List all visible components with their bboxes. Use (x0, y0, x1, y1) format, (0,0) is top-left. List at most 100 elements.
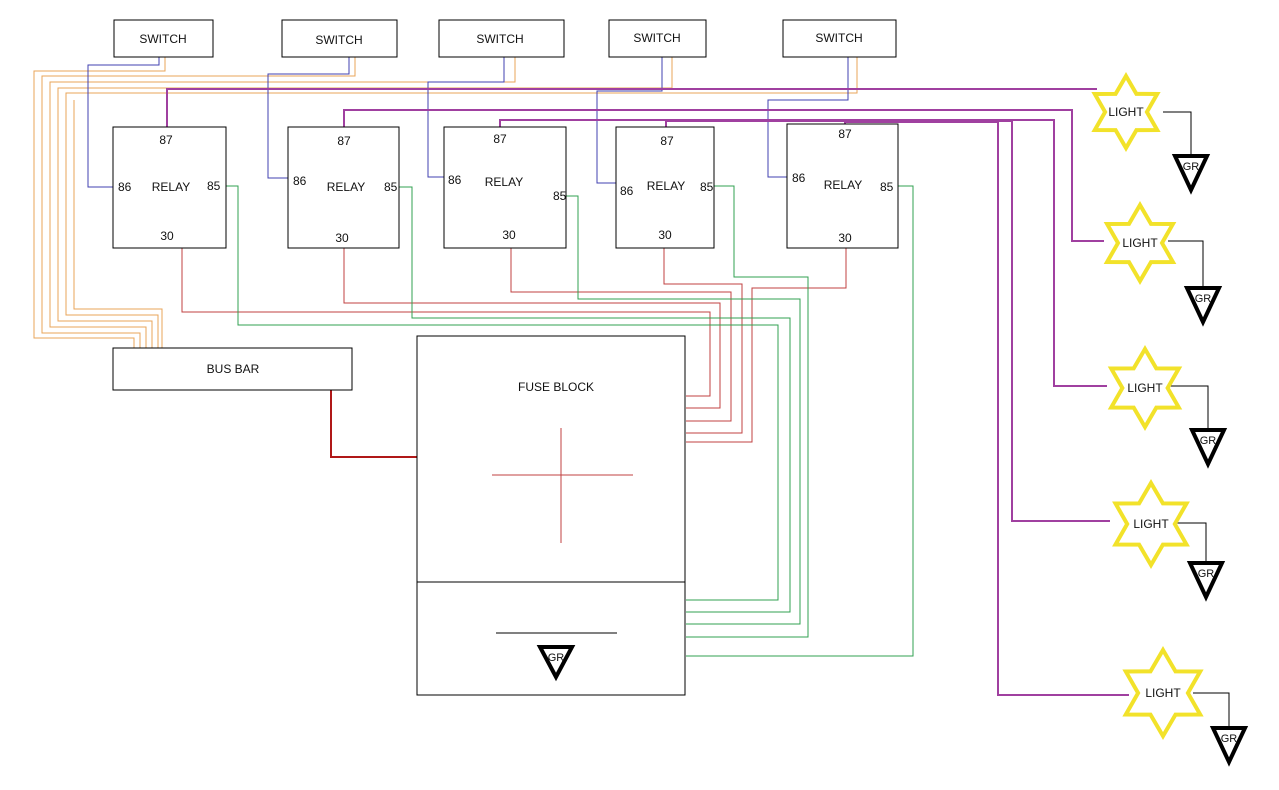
relay-1-to-fuse-wire (181, 248, 711, 397)
light-2: LIGHT GR (1103, 201, 1223, 327)
light-3-ground-icon: GR (1188, 428, 1228, 469)
light-1-ground-icon: GR (1171, 154, 1211, 195)
light-1-ground-label: GR (1183, 161, 1200, 173)
switch-2-to-relay-2-wire (267, 57, 350, 179)
light-4-ground-icon: GR (1186, 561, 1226, 602)
relay-4-pin-86: 86 (620, 184, 634, 198)
relay-5: 87 86 RELAY 85 30 (786, 123, 899, 249)
relay-4-to-ground-wire (686, 185, 809, 638)
relay-1-to-ground-wire (226, 185, 779, 601)
light-5-star-icon (1122, 646, 1204, 740)
switch-4-to-relay-4-wire (596, 57, 663, 184)
relay-4-pin-87: 87 (660, 134, 674, 148)
relay-5-pin-30: 30 (838, 231, 852, 245)
switch-1-feed-wire (33, 57, 166, 348)
light-5-ground-label: GR (1221, 733, 1238, 745)
switch-feed-wires (33, 57, 858, 348)
relay-85-to-ground-wires (226, 185, 914, 657)
relay-3-pin-30: 30 (502, 228, 516, 242)
relay-1-pin-85: 85 (207, 179, 221, 193)
relay-1-to-light-1-wire (166, 88, 1097, 127)
relay-1-pin-87: 87 (159, 133, 173, 147)
light-3-star-icon (1107, 345, 1183, 431)
relay-87-to-light-wires (166, 88, 1129, 696)
relay-4-label: RELAY (647, 179, 685, 193)
switch-4: SWITCH (608, 19, 707, 58)
switch-1-to-relay-1-wire (87, 57, 160, 188)
switch-3-feed-wire (49, 57, 516, 348)
switch-5: SWITCH (782, 19, 897, 58)
relay-4-pin-30: 30 (658, 228, 672, 242)
switch-5-label: SWITCH (815, 31, 862, 45)
light-2-star-icon (1103, 201, 1177, 285)
light-2-ground-label: GR (1195, 293, 1212, 305)
relay-4-to-light-4-wire (665, 120, 1110, 522)
wires (33, 57, 1230, 728)
relay-2-to-light-2-wire (343, 109, 1104, 242)
switch-5-to-relay-5-wire (767, 57, 849, 178)
relay-4-to-fuse-wire (663, 248, 743, 434)
relay-2-pin-87: 87 (337, 134, 351, 148)
relay-3-pin-85: 85 (553, 189, 567, 203)
bus-bar-label: BUS BAR (207, 362, 260, 376)
relay-2-pin-86: 86 (293, 174, 307, 188)
relay-5-label: RELAY (824, 178, 862, 192)
light-1-star-icon (1091, 72, 1161, 152)
relay-2-to-fuse-wire (343, 248, 721, 409)
switch-4-label: SWITCH (633, 31, 680, 45)
relay-5-pin-87: 87 (838, 127, 852, 141)
switch-1-label: SWITCH (139, 32, 186, 46)
positive-symbol (492, 428, 633, 543)
switch-3: SWITCH (438, 19, 565, 58)
fuse-block-label: FUSE BLOCK (518, 380, 594, 394)
light-2-ground-icon: GR (1183, 286, 1223, 327)
bus-feed-wire-a (73, 100, 163, 348)
light-4: LIGHT GR (1112, 479, 1226, 602)
relay-3-to-ground-wire (566, 195, 801, 625)
switch-3-to-relay-3-wire (427, 57, 505, 178)
bus-bar: BUS BAR (112, 347, 353, 391)
switch-2-feed-wire (41, 57, 356, 348)
relay-3-label: RELAY (485, 175, 523, 189)
light-3: LIGHT GR (1107, 345, 1228, 469)
relay-4-pin-85: 85 (700, 180, 714, 194)
switch-to-relay-wires (87, 57, 849, 188)
switch-3-label: SWITCH (476, 32, 523, 46)
relay-1-pin-86: 86 (118, 180, 132, 194)
light-3-label: LIGHT (1127, 381, 1163, 395)
relay-2-pin-30: 30 (335, 231, 349, 245)
relay-5-pin-85: 85 (880, 180, 894, 194)
switch-4-feed-wire (57, 57, 673, 348)
relay-1-label: RELAY (152, 180, 190, 194)
relay-1: 87 86 RELAY 85 30 (112, 126, 227, 249)
light-ground-wires (1163, 111, 1230, 728)
light-2-label: LIGHT (1122, 236, 1158, 250)
lights: LIGHT GR LIGHT GR LIGHT GR LIGHT GR LIGHT GR (1091, 72, 1249, 767)
switch-2: SWITCH (281, 19, 398, 58)
relay-4: 87 86 RELAY 85 30 (615, 126, 715, 249)
light-5-ground-wire (1193, 692, 1230, 728)
relay-3-to-fuse-wire (510, 248, 732, 422)
fuse-block: FUSE BLOCK GR (416, 335, 686, 696)
light-1-ground-wire (1163, 111, 1192, 156)
relay-3-pin-87: 87 (493, 132, 507, 146)
light-3-ground-label: GR (1200, 435, 1217, 447)
relay-3-pin-86: 86 (448, 173, 462, 187)
light-1: LIGHT GR (1091, 72, 1211, 195)
relay-2: 87 86 RELAY 85 30 (287, 126, 400, 249)
light-1-label: LIGHT (1108, 105, 1144, 119)
light-3-ground-wire (1170, 385, 1209, 430)
relay-30-to-fuse-wires (181, 248, 847, 443)
relay-1-pin-30: 30 (160, 229, 174, 243)
light-4-label: LIGHT (1133, 517, 1169, 531)
relay-5-to-fuse-wire (686, 248, 847, 443)
fuse-block-ground-icon: GR (536, 645, 576, 682)
relay-3-to-light-3-wire (499, 119, 1107, 387)
light-5-label: LIGHT (1145, 686, 1181, 700)
light-2-ground-wire (1168, 240, 1204, 288)
switch-1: SWITCH (113, 19, 214, 58)
light-5-ground-icon: GR (1209, 726, 1249, 767)
bus-to-fuse-wire (330, 390, 417, 458)
